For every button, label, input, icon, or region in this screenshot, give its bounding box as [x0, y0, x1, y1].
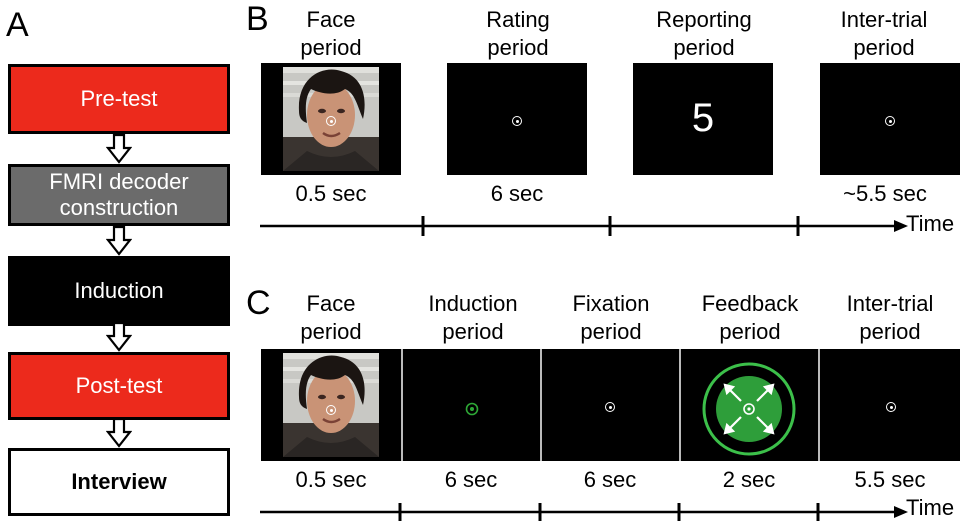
- b-time-axis: [260, 216, 908, 236]
- b-face-screen: [261, 63, 401, 175]
- strip-divider: [818, 349, 820, 461]
- fixation-point-icon: [605, 402, 615, 412]
- down-arrow-icon: [106, 226, 132, 256]
- down-arrow-icon: [106, 322, 132, 352]
- posttest-label: Post-test: [75, 373, 163, 398]
- c-fixation-duration: 6 sec: [583, 467, 637, 492]
- c-time-axis: [260, 503, 908, 521]
- pretest-label: Pre-test: [80, 86, 158, 111]
- strip-divider: [540, 349, 542, 461]
- strip-divider: [679, 349, 681, 461]
- posttest-box: Post-test: [8, 352, 230, 420]
- b-intertrial-screen: [820, 63, 960, 175]
- b-face-duration: 0.5 sec: [295, 181, 367, 206]
- b-intertrial-duration: ~5.5 sec: [843, 181, 927, 206]
- panel-a-label: A: [6, 6, 29, 44]
- feedback-disc-icon: [702, 362, 796, 456]
- induction-label: Induction: [74, 278, 164, 303]
- fixation-point-icon: [886, 402, 896, 412]
- interview-label: Interview: [71, 469, 167, 494]
- b-reporting-screen: 5: [633, 63, 773, 175]
- induction-box: Induction: [8, 256, 230, 326]
- b-time-label: Time: [906, 211, 955, 236]
- c-induction-duration: 6 sec: [444, 467, 498, 492]
- panel-b-label: B: [246, 0, 269, 38]
- c-face-duration: 0.5 sec: [295, 467, 367, 492]
- c-time-label: Time: [906, 495, 955, 520]
- interview-box: Interview: [8, 448, 230, 516]
- decoder-construction-box: FMRI decoder construction: [8, 164, 230, 226]
- pretest-box: Pre-test: [8, 64, 230, 134]
- decoder-label-line2: construction: [59, 195, 179, 220]
- b-rating-duration: 6 sec: [490, 181, 544, 206]
- fixation-point-icon: [326, 405, 336, 415]
- green-fixation-icon: [465, 402, 479, 416]
- c-feedback-duration: 2 sec: [722, 467, 776, 492]
- reported-rating-number: 5: [691, 96, 715, 140]
- strip-divider: [401, 349, 403, 461]
- panel-c-label: C: [246, 284, 271, 322]
- fixation-point-icon: [885, 116, 895, 126]
- down-arrow-icon: [106, 134, 132, 164]
- fixation-point-icon: [326, 116, 336, 126]
- c-trial-strip: [261, 349, 960, 461]
- c-intertrial-duration: 5.5 sec: [854, 467, 926, 492]
- b-rating-screen: [447, 63, 587, 175]
- decoder-label-line1: FMRI decoder: [49, 169, 189, 194]
- down-arrow-icon: [106, 418, 132, 448]
- fixation-point-icon: [512, 116, 522, 126]
